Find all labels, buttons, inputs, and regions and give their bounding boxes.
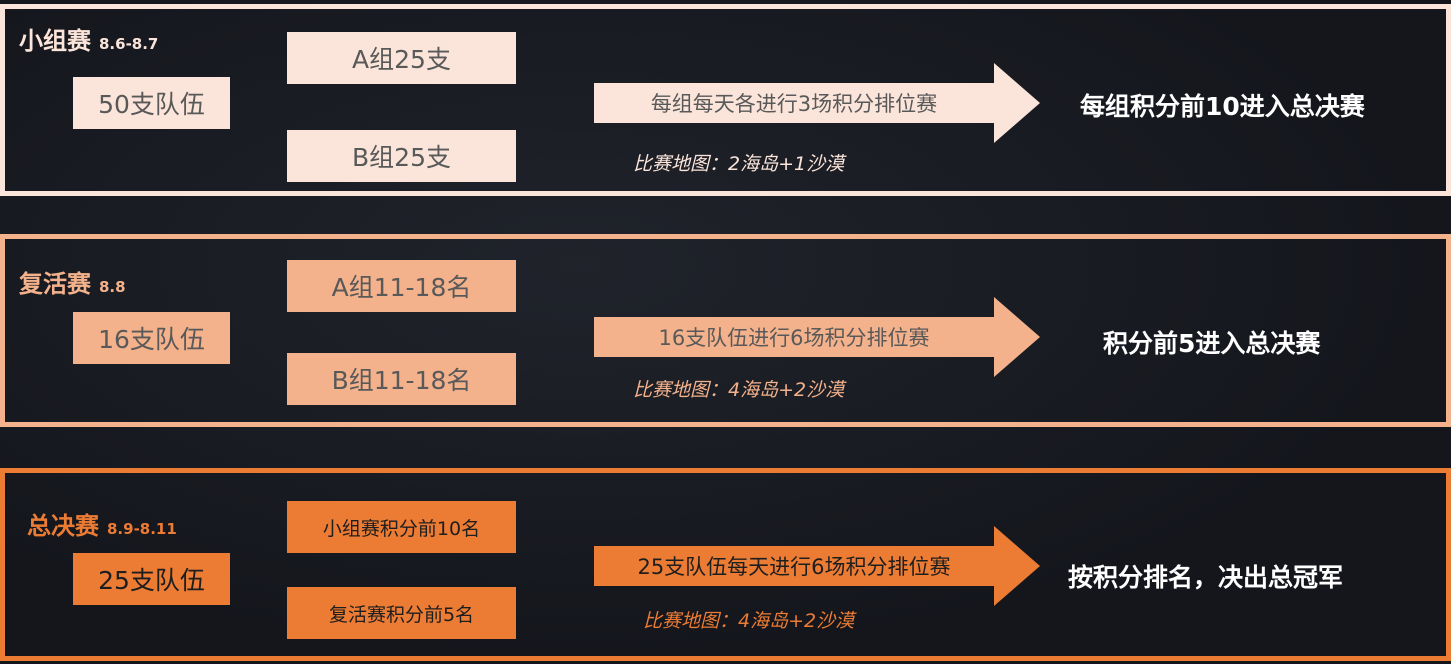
process-arrow: 25支队伍每天进行6场积分排位赛 <box>594 526 1040 606</box>
stage-date: 8.8 <box>99 278 126 296</box>
teams-box: 50支队伍 <box>73 77 230 129</box>
stage-final: 总决赛 8.9-8.11 25支队伍 小组赛积分前10名 复活赛积分前5名 25支… <box>0 468 1451 661</box>
group-b-box: 复活赛积分前5名 <box>287 587 516 639</box>
stage-date: 8.6-8.7 <box>99 35 159 53</box>
stage-name: 小组赛 <box>19 27 91 55</box>
stage-name: 总决赛 <box>27 512 99 540</box>
group-a-box: 小组赛积分前10名 <box>287 501 516 553</box>
teams-box: 25支队伍 <box>73 553 230 605</box>
map-info: 比赛地图：4海岛+2沙漠 <box>643 610 855 632</box>
group-a-box: A组11-18名 <box>287 260 516 312</box>
arrow-icon <box>594 297 1040 377</box>
stage-title: 复活赛 8.8 <box>19 264 126 299</box>
stage-result: 积分前5进入总决赛 <box>1103 329 1321 358</box>
arrow-icon <box>594 63 1040 143</box>
stage-revival: 复活赛 8.8 16支队伍 A组11-18名 B组11-18名 16支队伍进行6场… <box>0 234 1451 427</box>
process-arrow: 16支队伍进行6场积分排位赛 <box>594 297 1040 377</box>
stage-title: 小组赛 8.6-8.7 <box>19 21 158 56</box>
group-b-box: B组25支 <box>287 130 516 182</box>
stage-title: 总决赛 8.9-8.11 <box>27 506 177 541</box>
group-b-box: B组11-18名 <box>287 353 516 405</box>
stage-name: 复活赛 <box>19 270 91 298</box>
stage-result: 按积分排名，决出总冠军 <box>1068 563 1344 592</box>
teams-box: 16支队伍 <box>73 312 230 364</box>
arrow-icon <box>594 526 1040 606</box>
map-info: 比赛地图：4海岛+2沙漠 <box>633 379 845 401</box>
process-text: 每组每天各进行3场积分排位赛 <box>650 92 938 116</box>
process-text: 25支队伍每天进行6场积分排位赛 <box>637 555 951 579</box>
stage-group: 小组赛 8.6-8.7 50支队伍 A组25支 B组25支 每组每天各进行3场积分… <box>0 4 1451 196</box>
process-arrow: 每组每天各进行3场积分排位赛 <box>594 63 1040 143</box>
stage-date: 8.9-8.11 <box>107 520 177 538</box>
process-text: 16支队伍进行6场积分排位赛 <box>658 326 930 350</box>
group-a-box: A组25支 <box>287 32 516 84</box>
stage-result: 每组积分前10进入总决赛 <box>1080 92 1365 121</box>
map-info: 比赛地图：2海岛+1沙漠 <box>633 153 845 175</box>
